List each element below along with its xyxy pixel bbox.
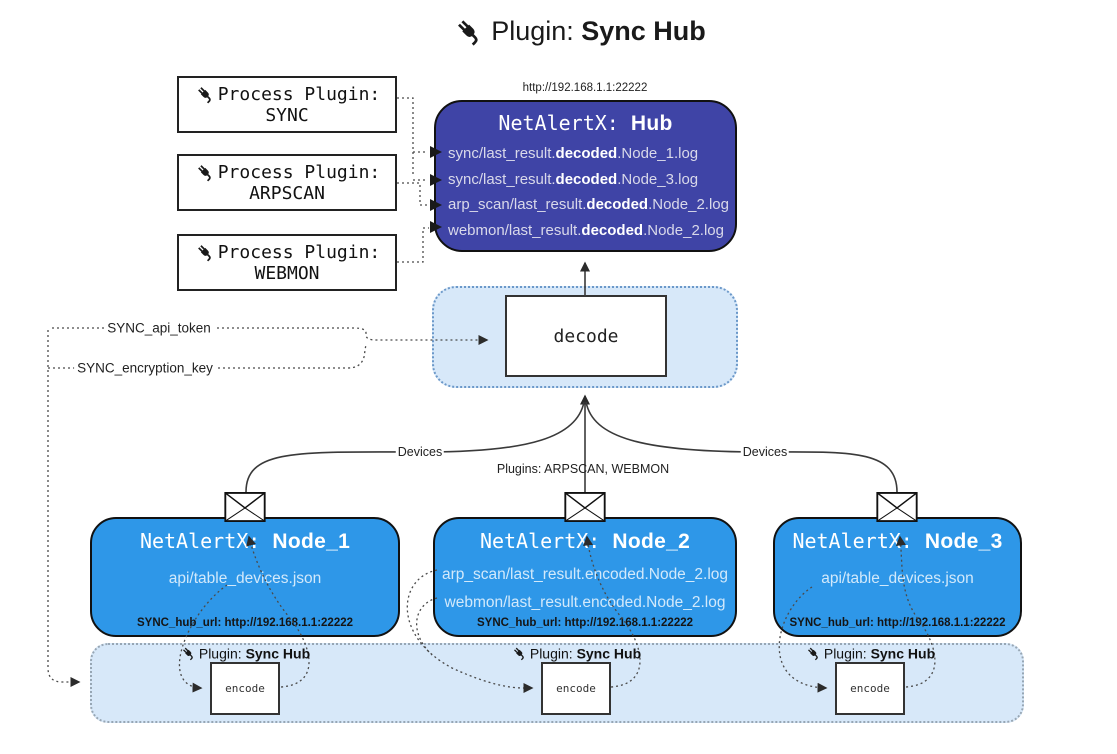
sync-hub-url: SYNC_hub_url: http://192.168.1.1:22222	[476, 617, 694, 629]
node-file: arp_scan/last_result.encoded.Node_2.log	[441, 566, 729, 583]
decode-box: decode	[505, 295, 667, 377]
process-plugin-label: Process Plugin:	[217, 83, 381, 105]
hub-url-label: http://192.168.1.1:22222	[522, 82, 648, 94]
process-plugin-webmon-box: Process Plugin: WEBMON	[177, 234, 397, 291]
plug-icon	[180, 645, 197, 662]
sync-api-token-label: SYNC_api_token	[104, 320, 214, 336]
node-title: NetAlertX: Node_2	[479, 529, 691, 553]
hub-log-line: arp_scan/last_result.decoded.Node_2.log	[448, 196, 729, 213]
hub-log-line: sync/last_result.decoded.Node_1.log	[448, 145, 699, 162]
node-title: NetAlertX: Node_1	[139, 529, 351, 553]
plug-icon	[194, 83, 216, 105]
sync-encryption-key-label: SYNC_encryption_key	[74, 360, 216, 376]
plug-icon	[451, 14, 485, 48]
node-file: api/table_devices.json	[821, 570, 974, 587]
process-plugin-sync-box: Process Plugin: SYNC	[177, 76, 397, 133]
plug-icon	[511, 645, 528, 662]
hub-title: NetAlertX: Hub	[498, 111, 673, 135]
plug-icon	[194, 161, 216, 183]
node-title: NetAlertX: Node_3	[792, 529, 1003, 553]
node-2-box: NetAlertX: Node_2 arp_scan/last_result.e…	[433, 517, 737, 637]
hub-log-line: webmon/last_result.decoded.Node_2.log	[448, 221, 724, 239]
process-plugin-name: ARPSCAN	[249, 183, 325, 204]
process-plugin-name: WEBMON	[254, 263, 320, 284]
process-plugin-label: Process Plugin:	[217, 161, 381, 183]
sync-hub-url: SYNC_hub_url: http://192.168.1.1:22222	[136, 617, 354, 629]
devices-edge-label: Devices	[395, 445, 445, 459]
envelope-icon	[876, 492, 918, 522]
envelope-icon	[224, 492, 266, 522]
band-plugin-label: Plugin: Sync Hub	[180, 645, 310, 662]
sync-hub-url: SYNC_hub_url: http://192.168.1.1:22222	[789, 617, 1006, 629]
encode-box: encode	[835, 662, 905, 715]
process-plugin-label: Process Plugin:	[217, 241, 381, 263]
plugins-edge-label: Plugins: ARPSCAN, WEBMON	[496, 462, 670, 476]
encode-box: encode	[541, 662, 611, 715]
node-file: webmon/last_result.encoded.Node_2.log	[444, 594, 726, 611]
plug-icon	[194, 241, 216, 263]
band-plugin-label: Plugin: Sync Hub	[805, 645, 935, 662]
envelope-icon	[564, 492, 606, 522]
plug-icon	[805, 645, 822, 662]
band-plugin-label: Plugin: Sync Hub	[511, 645, 641, 662]
hub-box: NetAlertX: Hub sync/last_result.decoded.…	[434, 100, 737, 252]
process-plugin-arpscan-box: Process Plugin: ARPSCAN	[177, 154, 397, 211]
node-3-box: NetAlertX: Node_3 api/table_devices.json…	[773, 517, 1022, 637]
page-title: Plugin: Sync Hub	[451, 14, 706, 48]
node-1-box: NetAlertX: Node_1 api/table_devices.json…	[90, 517, 400, 637]
process-plugin-name: SYNC	[265, 105, 309, 126]
encode-box: encode	[210, 662, 280, 715]
devices-edge-label: Devices	[740, 445, 790, 459]
node-file: api/table_devices.json	[168, 570, 322, 587]
hub-log-line: sync/last_result.decoded.Node_3.log	[448, 170, 699, 188]
